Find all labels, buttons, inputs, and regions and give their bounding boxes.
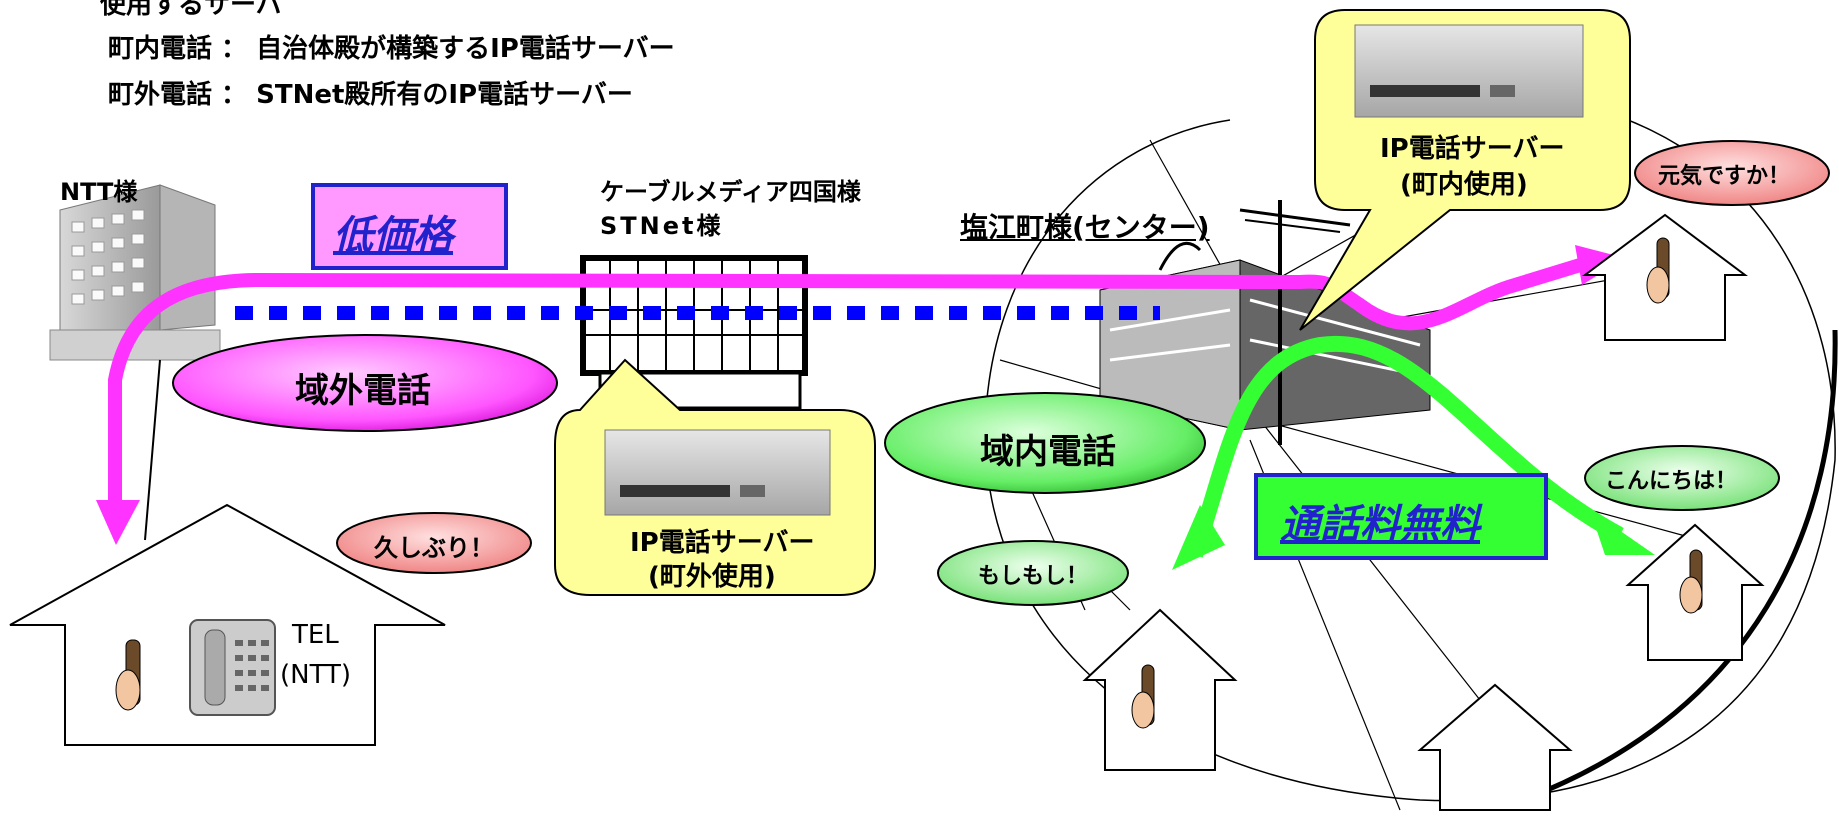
speech-konnichiwa: こんにちは！: [1605, 469, 1738, 494]
ntt-label: NTT様: [60, 178, 138, 206]
server-outside-label-2: (町外使用): [648, 562, 776, 592]
tel-label-1: TEL: [292, 620, 339, 650]
speech-genki-oval: [1634, 140, 1830, 206]
outside-call-label: 域外電話: [295, 371, 431, 411]
house-bottom: [1417, 683, 1573, 811]
server-inside-label-1: IP電話サーバー: [1380, 134, 1565, 164]
header-title: 使用するサーバ: [100, 0, 282, 20]
server-inside-label-2: (町内使用): [1400, 170, 1528, 200]
header-line-2: 町外電話 ： STNet殿所有のIP電話サーバー: [108, 80, 633, 110]
stnet-label: STNet様: [600, 212, 724, 240]
speech-konnichiwa-oval: [1584, 445, 1780, 511]
inside-call-arrowhead-right: [1590, 510, 1655, 555]
server-outside-label-1: IP電話サーバー: [630, 528, 815, 558]
town-circle: [984, 109, 1836, 802]
outside-call-oval: [172, 334, 558, 432]
free-call-box: [1254, 473, 1548, 560]
server-icon: [1354, 24, 1584, 118]
speech-genki: 元気ですか！: [1658, 164, 1791, 189]
hand-icon: [115, 266, 1703, 729]
speech-hisashiburi: 久しぶり！: [374, 534, 494, 562]
speech-moshimoshi: もしもし！: [978, 564, 1089, 589]
free-call-label: 通話料無料: [1280, 502, 1480, 548]
low-price-box: [311, 183, 508, 270]
inside-call-arrowhead-left: [1172, 505, 1225, 570]
tel-label-2: (NTT): [280, 660, 352, 690]
low-price-label: 低価格: [333, 213, 453, 259]
telephone-icon: [189, 619, 276, 716]
header-line-1: 町内電話 ： 自治体殿が構築するIP電話サーバー: [108, 34, 675, 64]
outside-call-arrowhead-left: [96, 500, 140, 545]
town-circle-shadow: [1499, 329, 1838, 811]
inside-call-label: 域内電話: [980, 432, 1116, 472]
server-icon: [604, 429, 831, 516]
speech-hisashiburi-oval: [336, 512, 532, 574]
house-center-left: [1082, 608, 1238, 771]
inside-call-oval: [884, 392, 1206, 494]
inside-call-route-left: [1187, 335, 1624, 558]
speech-moshimoshi-oval: [937, 540, 1129, 606]
cable-media-label: ケーブルメディア四国様: [600, 178, 861, 206]
town-center-label: 塩江町様(センター): [960, 211, 1210, 244]
ntt-line: [144, 359, 161, 541]
